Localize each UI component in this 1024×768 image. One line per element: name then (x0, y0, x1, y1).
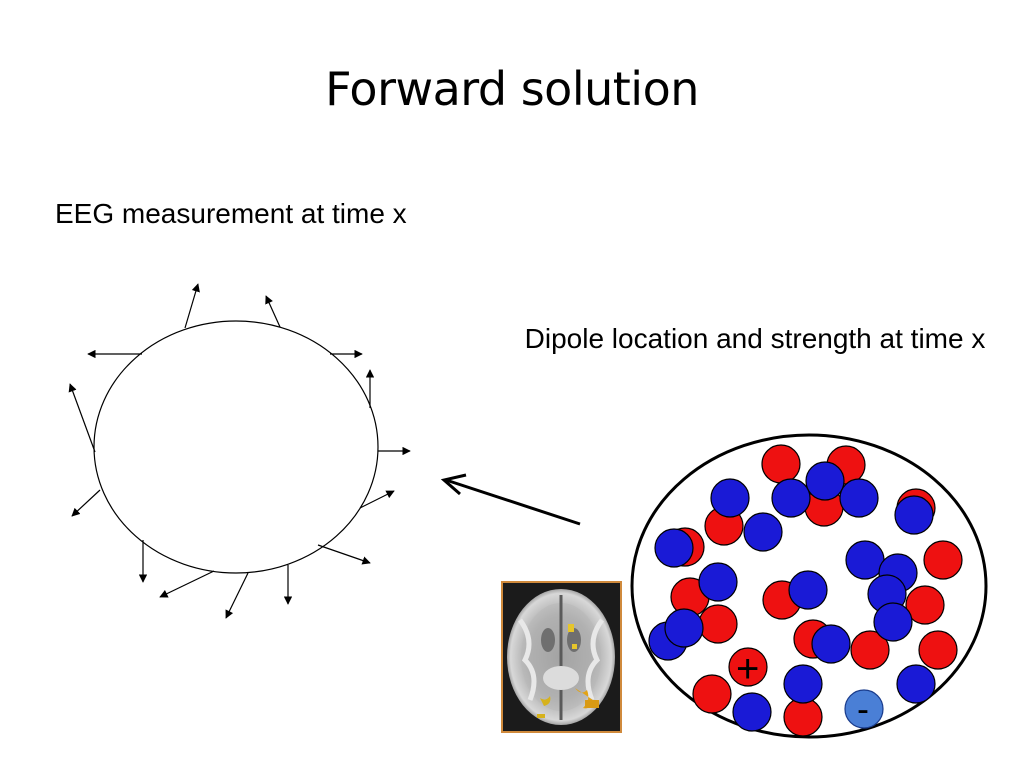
negative-dipole (698, 562, 738, 602)
positive-dipole (783, 697, 823, 737)
positive-dipole (692, 674, 732, 714)
minus-sign: - (857, 688, 869, 729)
negative-dipole (844, 689, 884, 729)
mri-brain-image (501, 581, 622, 733)
positive-dipole (850, 630, 890, 670)
negative-dipole (811, 624, 851, 664)
eeg-arrow (359, 490, 395, 509)
positive-dipole (728, 647, 768, 687)
eeg-field-arrows (68, 283, 411, 619)
forward-arrow (440, 473, 581, 526)
negative-dipole (873, 602, 913, 642)
dipole-sources (648, 444, 963, 737)
negative-dipole (894, 495, 934, 535)
negative-dipole (788, 570, 828, 610)
eeg-arrow (68, 383, 96, 453)
eeg-arrow (317, 544, 371, 565)
negative-dipole (710, 478, 750, 518)
negative-dipole (654, 528, 694, 568)
plus-sign: + (736, 647, 759, 691)
negative-dipole (845, 540, 885, 580)
eeg-arrow (225, 572, 249, 619)
negative-dipole (732, 692, 772, 732)
dipole-label: Dipole location and strength at time x (524, 323, 986, 354)
positive-dipole (918, 630, 958, 670)
negative-dipole (664, 608, 704, 648)
eeg-arrow (265, 295, 281, 328)
positive-dipole (905, 585, 945, 625)
eeg-arrow (159, 570, 215, 598)
eeg-arrow (184, 283, 200, 329)
eeg-measurement-label: EEG measurement at time x (55, 198, 407, 229)
positive-dipole (923, 540, 963, 580)
positive-dipole (761, 444, 801, 484)
slide-title: Forward solution (325, 62, 699, 116)
negative-dipole (783, 664, 823, 704)
eeg-arrow (71, 489, 101, 517)
head-outline (93, 320, 379, 574)
negative-dipole (839, 478, 879, 518)
negative-dipole (771, 478, 811, 518)
negative-dipole (743, 512, 783, 552)
negative-dipole (896, 664, 936, 704)
positive-dipole (698, 604, 738, 644)
negative-dipole (805, 461, 845, 501)
